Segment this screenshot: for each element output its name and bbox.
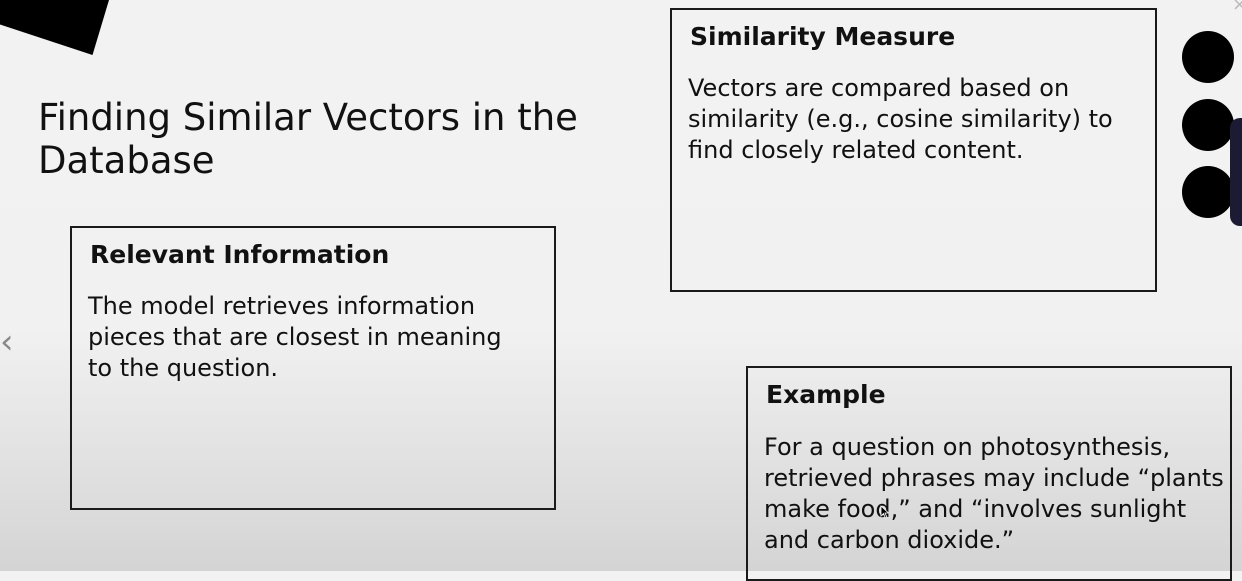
chevron-left-icon[interactable]: ‹: [0, 322, 14, 362]
side-panel-tab[interactable]: [1230, 118, 1242, 226]
card-body: Vectors are compared based on similarity…: [688, 74, 1113, 164]
example-card: Example For a question on photosynthesis…: [746, 366, 1232, 581]
card-heading: Example: [766, 380, 886, 409]
decorative-dot: [1182, 31, 1234, 83]
close-icon[interactable]: ×: [1232, 0, 1242, 15]
slide-title: Finding Similar Vectors in the Database: [38, 96, 578, 182]
decorative-dot: [1182, 166, 1234, 218]
similarity-measure-card: Similarity Measure Vectors are compared …: [670, 8, 1157, 292]
card-body: For a question on photosynthesis, retrie…: [764, 433, 1224, 554]
cursor-icon: [880, 505, 890, 519]
relevant-information-card: Relevant Information The model retrieves…: [70, 226, 556, 510]
decorative-shape: [0, 0, 115, 55]
card-heading: Similarity Measure: [690, 22, 956, 51]
decorative-dot: [1182, 99, 1234, 151]
card-body: The model retrieves information pieces t…: [88, 292, 502, 382]
card-heading: Relevant Information: [90, 240, 390, 269]
